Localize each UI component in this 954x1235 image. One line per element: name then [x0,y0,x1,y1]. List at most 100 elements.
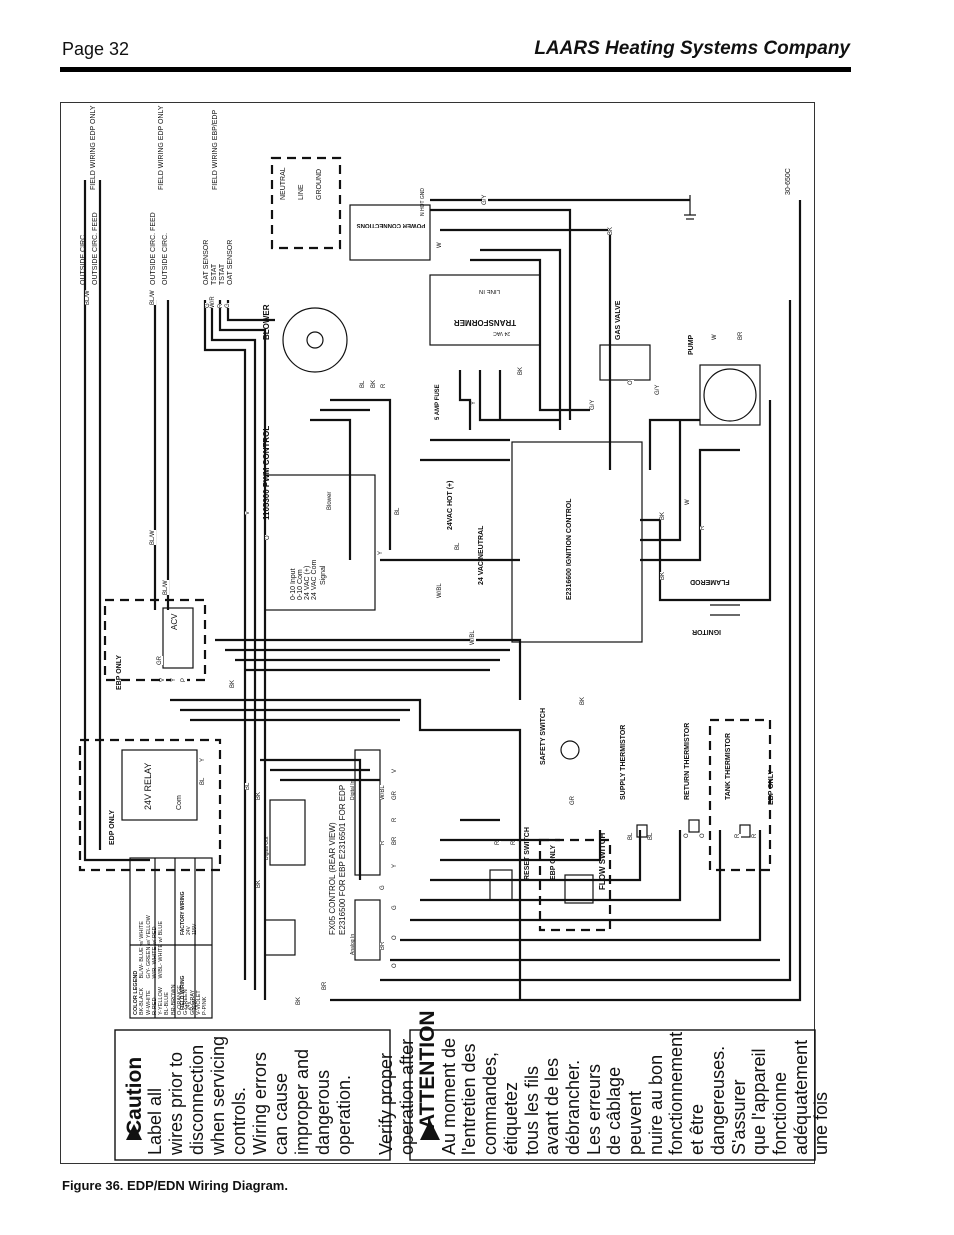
wire-color-label: BL [455,542,461,550]
wire-color-label: Y [200,757,206,762]
wire-color-label: BR [392,836,398,845]
wire-color-label: O [628,380,634,385]
label-digital-in: Digital In [350,780,356,800]
wire-color-label: BL/W [163,580,169,595]
label-oat-sensor-2: OAT SENSOR [227,239,234,285]
wire-color-label: G [225,303,231,308]
dashed-ebp-switch-box [538,838,612,932]
dashed-ebp-box [103,598,207,682]
fx05-digital-out2 [264,919,296,956]
wire-color-label: O [700,833,706,838]
attention-line: nuire au bon [645,1054,666,1155]
wire-color-label: BK [371,379,377,388]
label-outside-circ-feed-1: OUTSIDE CIRC. FEED [92,212,99,285]
wire-bundle-7 [218,300,267,1000]
transformer-box [429,274,541,346]
attention-line: une fois [811,1091,832,1155]
label-field-wiring-3: FIELD WIRING EBP/EDP [212,109,219,190]
caution-line: disconnection [187,1044,207,1155]
wire-color-label: BK [580,696,586,705]
legend-combo-item: G/Y- GREEN w/ YELLOW [145,915,152,979]
wire-color-label: R [392,817,398,822]
wire-color-label: R [700,525,706,530]
caution-triangle [126,1124,142,1140]
label-24vac-neutral: 24 VAC NEUTRAL [478,525,485,585]
label-ebp-only-2: EBP ONLY [550,844,557,880]
wire-color-label: BL [648,832,654,840]
wire-color-label: O [392,935,398,940]
wire-color-label: BL/W [85,290,91,305]
wire-main-5 [170,698,522,1000]
legend-factory: FACTORY WIRING 24V 115V [180,891,198,935]
label-pwm-com: 0-10 Com [297,569,304,600]
wire-color-label: BK [608,226,614,235]
drawing-number: 30-650C [785,168,792,195]
label-reset-switch: RESET SWITCH [524,827,531,880]
wire-color-label: R [380,840,386,845]
diagram-frame [60,102,815,1164]
wire-color-label: Y [471,400,477,405]
figure-caption: Figure 36. EDP/EDN Wiring Diagram. [62,1178,288,1193]
label-flamerod: FLAMEROD [690,578,730,585]
label-outside-circ-feed-2: OUTSIDE CIRC. FEED [150,212,157,285]
legend-combo-item: W/BL- WHITE w/ BLUE [158,920,165,979]
attention-line: S'assurer [728,1079,749,1155]
wire-bottom-5 [410,830,722,922]
wire-color-label: O [392,963,398,968]
attention-line: dangereuses. [707,1045,728,1155]
label-edp-only: EDP ONLY [109,809,116,845]
label-24v-relay: 24V RELAY [143,762,153,810]
label-digital-out: Digital Out [264,836,270,860]
reset-switch-body [489,869,513,901]
wire-bottom-7 [430,830,642,882]
label-ebp-only-3: EBP ONLY [768,769,775,805]
caution-line: wires prior to [166,1051,186,1155]
wire-main-8 [260,758,362,880]
wire-color-label: G [392,905,398,910]
header-rule [60,67,851,72]
attention-line: de câblage [604,1066,625,1155]
label-supply-thermistor: SUPPLY THERMISTOR [620,724,627,800]
wire-color-label: BK [296,996,302,1005]
label-ignition-control: E2316600 IGNITION CONTROL [566,498,573,600]
wire-color-label: G/Y [482,194,488,205]
caution-line: operation after [397,1038,417,1155]
blower-motor [282,307,348,373]
wire-color-label: G/Y [590,399,596,410]
caution-line: Label all [145,1087,165,1155]
attention-line: étiquetez [500,1081,521,1155]
wire-color-label: BK [660,571,666,580]
label-acv: ACV [170,613,179,630]
wire-color-label: W [437,242,443,248]
wire-color-label: Y [171,677,177,682]
label-vac-plus: 24 VAC (+) [304,565,311,600]
label-pwm-control: 1105300 PWM CONTROL [262,425,271,520]
attention-triangle [420,1120,440,1140]
wire-color-label: BK [518,366,524,375]
label-neutral: NEUTRAL [280,167,287,200]
wire-ign-4 [640,400,772,602]
label-field-wiring-1: FIELD WIRING EDP ONLY [90,105,97,190]
attention-line: peuvent [625,1090,646,1155]
label-blower-conn: Blower [327,491,333,510]
caution-line [355,1036,376,1155]
wire-color-label: W [712,334,718,340]
wire-color-label: BK [660,511,666,520]
wire-power-1 [430,208,572,420]
label-com: Com [176,795,183,810]
attention-line: adéquatement [790,1039,811,1155]
label-fx05: FX05 CONTROL (REAR VIEW) [328,822,337,935]
label-fx05-sub: E2316500 FOR EBP E2316501 FOR EDP [338,784,347,935]
wire-color-label: G [380,885,386,890]
wire-color-label: W/BL [437,583,443,598]
wire-tx-3 [458,370,472,430]
wire-color-label: G/Y [655,384,661,395]
label-transformer: TRANSFORMER [453,318,517,327]
wire-ign-5 [640,420,682,542]
wire-color-label: BL/W [150,530,156,545]
wire-color-label: Y [392,863,398,868]
wire-tx-4 [478,370,560,422]
caution-line: Wiring errors [250,1051,270,1155]
safety-switch-disc [560,740,580,760]
